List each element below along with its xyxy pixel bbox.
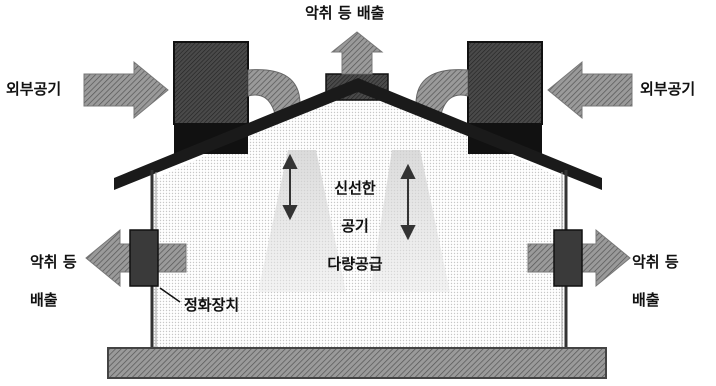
right-exhaust-line2: 배출	[632, 291, 660, 309]
top-exhaust-arrow	[330, 31, 384, 75]
fresh-air-line3: 다량공급	[327, 255, 383, 273]
left-exhaust-line2: 배출	[30, 291, 58, 309]
fresh-air-line1: 신선한	[334, 179, 376, 197]
left-exhaust-line1: 악취 등	[30, 253, 77, 271]
fresh-air-beam-right	[370, 150, 450, 292]
outside-air-arrow-right	[547, 60, 633, 120]
outside-air-arrow-left	[83, 60, 169, 120]
purifier-pointer	[159, 287, 181, 303]
circulation-arrow-right	[400, 163, 416, 241]
outside-air-label-left: 외부공기	[6, 80, 62, 98]
fresh-air-beam-left	[258, 150, 346, 292]
outside-air-label-right: 외부공기	[640, 80, 696, 98]
house-interior	[152, 86, 566, 350]
right-purifier-unit	[553, 229, 583, 287]
top-exhaust-label: 악취 등 배출	[305, 4, 385, 22]
foundation	[107, 347, 607, 379]
right-roof-unit	[467, 41, 543, 125]
fresh-air-line2: 공기	[341, 217, 369, 235]
left-roof-unit	[173, 41, 249, 125]
left-exhaust-label: 악취 등 배출	[30, 234, 77, 329]
right-exhaust-label: 악취 등 배출	[632, 234, 679, 329]
circulation-arrow-left	[282, 153, 298, 221]
fresh-air-label: 신선한 공기 다량공급	[322, 160, 388, 293]
purifier-label: 정화장치	[184, 296, 240, 314]
left-purifier-unit	[129, 229, 159, 287]
right-exhaust-line1: 악취 등	[632, 253, 679, 271]
